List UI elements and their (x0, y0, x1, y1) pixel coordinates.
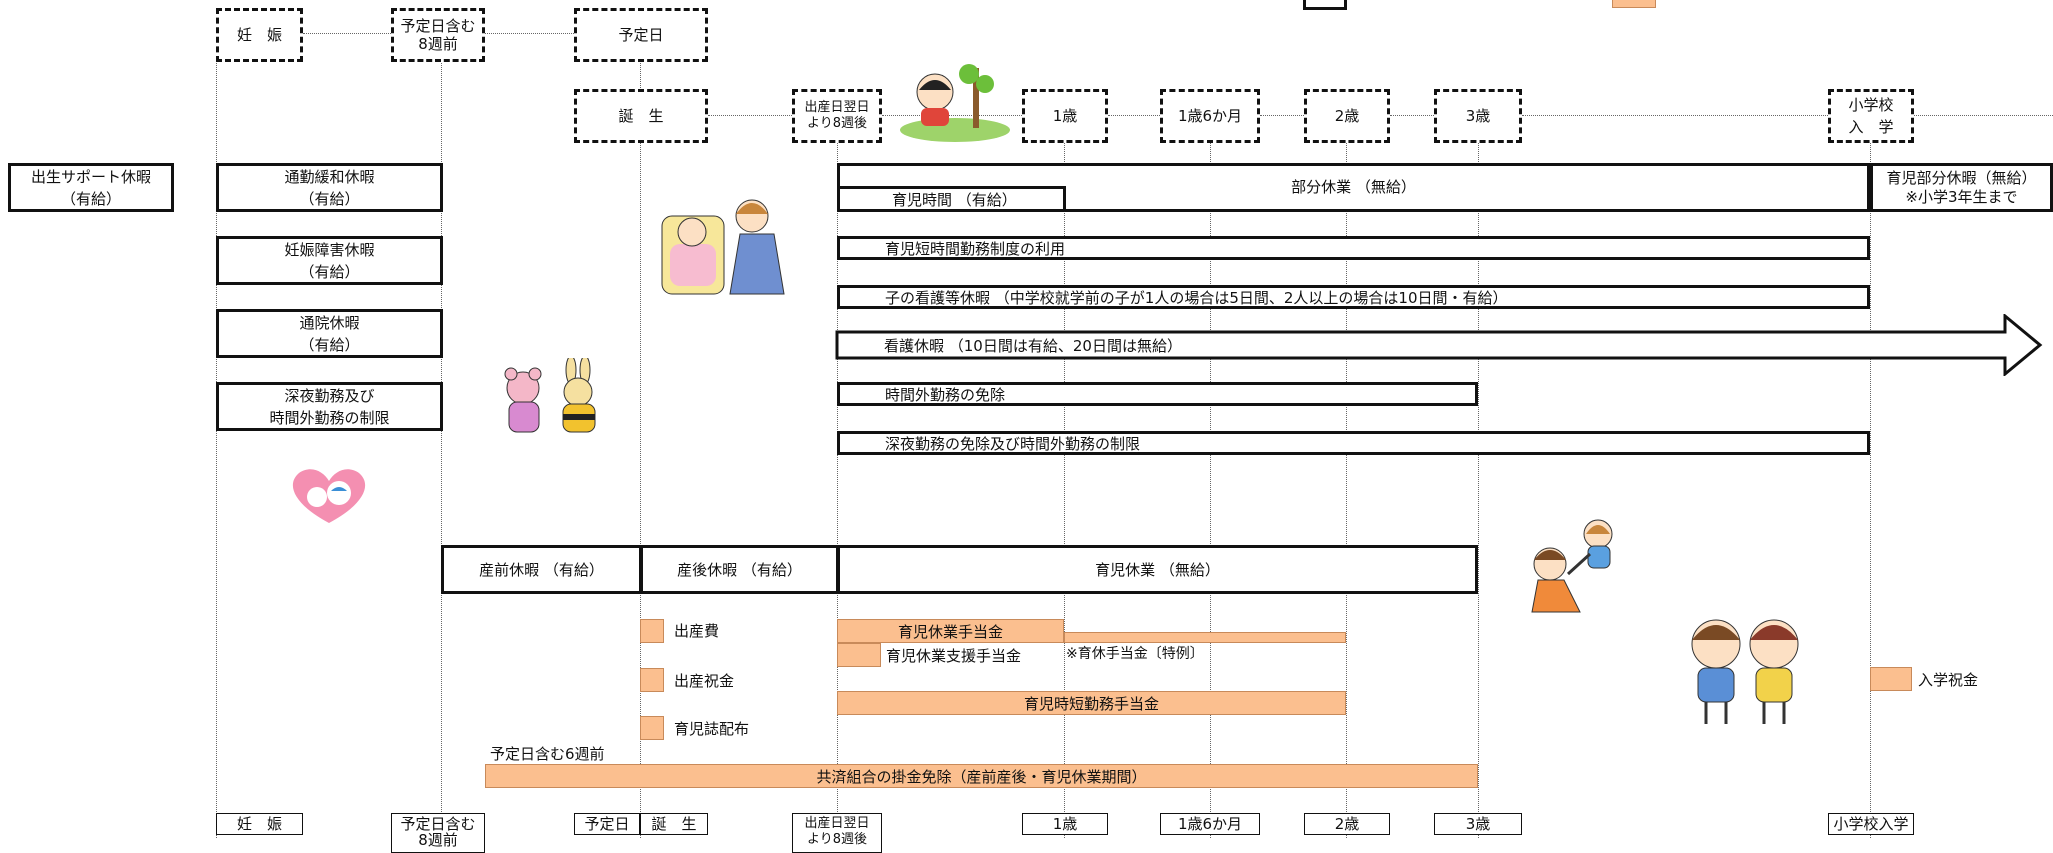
birth-gift-label: 出産祝金 (674, 672, 735, 690)
milestone-age1: 1歳 (1022, 89, 1108, 143)
late-night-restriction: 深夜勤務及び 時間外勤務の制限 (216, 382, 443, 431)
school-gift-label: 入学祝金 (1918, 671, 1979, 689)
childcare-time: 育児時間 （有給） (837, 186, 1066, 212)
guide-pregnancy (216, 48, 217, 838)
hospital-visit-leave: 通院休暇 （有給） (216, 309, 443, 358)
school-gift-swatch (1870, 667, 1912, 691)
support-allowance-label: 育児休業支援手当金 (886, 647, 1022, 665)
short-time-allowance: 育児時短勤務手当金 (837, 691, 1346, 715)
milestone-school: 小学校 入 学 (1828, 89, 1914, 143)
late-night-exemption: 深夜勤務の免除及び時間外勤務の制限 (837, 431, 1870, 455)
connector-7 (1914, 115, 2053, 116)
axis-birth: 誕 生 (640, 813, 708, 835)
parent-child-icon (1531, 519, 1613, 613)
guide-age1-6 (1210, 110, 1211, 838)
birth-support-leave: 出生サポート休暇 （有給） (8, 163, 174, 212)
nursing-care-label: 看護休暇 （10日間は有給、20日間は無給） (884, 336, 1182, 355)
magazine-label: 育児誌配布 (674, 720, 750, 738)
birth-cost-swatch (640, 619, 664, 643)
overtime-exemption: 時間外勤務の免除 (837, 382, 1478, 406)
milestone-birth: 誕 生 (574, 89, 708, 143)
connector-top-1 (303, 33, 391, 34)
axis-age2: 2歳 (1304, 813, 1390, 835)
magazine-swatch (640, 716, 664, 740)
baby-sitting-icon (900, 64, 1010, 142)
support-allowance-swatch (837, 643, 881, 667)
guide-birth (640, 48, 641, 838)
axis-school: 小学校入学 (1828, 813, 1914, 835)
milestone-8weeks-after: 出産日翌日 より8週後 (792, 89, 882, 143)
six-weeks-label: 予定日含む6週前 (490, 745, 605, 763)
postnatal-leave: 産後休暇 （有給） (640, 545, 839, 594)
premium-exemption: 共済組合の掛金免除（産前産後・育児休業期間） (485, 764, 1478, 788)
pregnancy-disorder-leave: 妊娠障害休暇 （有給） (216, 236, 443, 285)
axis-pregnancy: 妊 娠 (216, 813, 303, 835)
commute-relief-leave: 通勤緩和休暇 （有給） (216, 163, 443, 212)
partial-leave-after-school: 育児部分休暇（無給） ※小学3年生まで (1870, 163, 2053, 212)
childcare-leave: 育児休業 （無給） (837, 545, 1478, 594)
birth-cost-label: 出産費 (674, 622, 720, 640)
nursing-care-arrow (835, 314, 2043, 376)
milestone-age1-6: 1歳6か月 (1160, 89, 1260, 143)
birth-gift-swatch (640, 668, 664, 692)
legend-swatch-unpaid (1303, 0, 1347, 10)
connector-3 (1108, 115, 1160, 116)
stuffed-animals-icon (504, 358, 596, 433)
guide-age2 (1346, 110, 1347, 838)
mother-baby-icon (661, 199, 785, 295)
connector-2 (882, 115, 1022, 116)
child-nursing-leave: 子の看護等休暇 （中学校就学前の子が1人の場合は5日間、2人以上の場合は10日間… (837, 285, 1870, 309)
guide-8weeks-after (837, 110, 838, 838)
axis-age3: 3歳 (1434, 813, 1522, 835)
axis-age1-6: 1歳6か月 (1160, 813, 1260, 835)
special-allowance-bar (1064, 632, 1346, 643)
axis-8weeks-before: 予定日含む 8週前 (391, 813, 485, 853)
milestone-pregnancy: 妊 娠 (216, 8, 303, 62)
axis-age1: 1歳 (1022, 813, 1108, 835)
connector-6 (1522, 115, 1828, 116)
guide-age1 (1064, 110, 1065, 838)
special-allowance-note: ※育休手当金〔特例〕 (1066, 646, 1204, 662)
connector-4 (1260, 115, 1304, 116)
guide-age3 (1478, 110, 1479, 838)
legend-swatch-benefit (1612, 0, 1656, 8)
milestone-age2: 2歳 (1304, 89, 1390, 143)
childcare-allowance: 育児休業手当金 (837, 619, 1064, 643)
connector-top-2 (485, 33, 574, 34)
axis-8weeks-after: 出産日翌日 より8週後 (792, 813, 882, 853)
connector-1 (708, 115, 792, 116)
milestone-due-date: 予定日 (574, 8, 708, 62)
children-icon (1691, 619, 1799, 724)
milestone-8weeks-before: 予定日含む 8週前 (391, 8, 485, 62)
prenatal-leave: 産前休暇 （有給） (441, 545, 642, 594)
guide-school (1870, 110, 1871, 838)
connector-5 (1390, 115, 1434, 116)
axis-due-date: 予定日 (574, 813, 640, 835)
guide-8weeks-before (441, 48, 442, 838)
milestone-age3: 3歳 (1434, 89, 1522, 143)
short-time-work: 育児短時間勤務制度の利用 (837, 236, 1870, 260)
pregnancy-logo-icon (292, 469, 366, 523)
